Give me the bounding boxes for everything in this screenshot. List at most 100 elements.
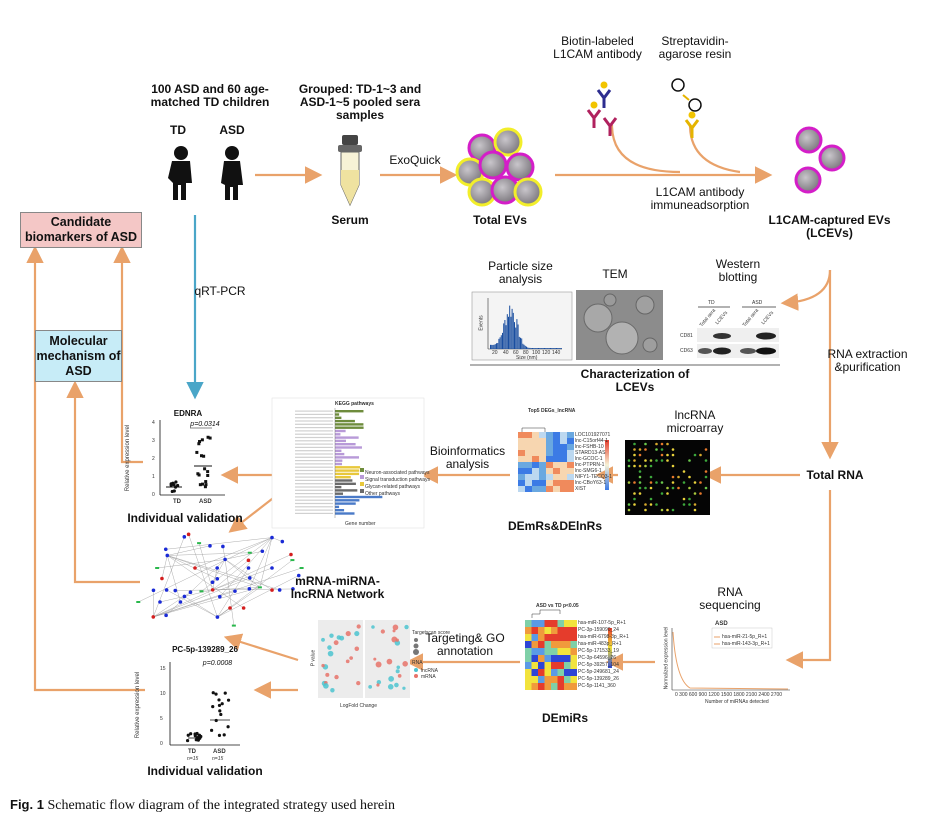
arrow-pc5p-to-candidate (26, 245, 145, 692)
ps-xlabel: Size (nm) (516, 355, 538, 361)
ednra-ytick: 1 (152, 474, 155, 480)
biotin-label: Biotin-labeled L1CAM antibody (553, 34, 642, 61)
resin-icon (671, 78, 702, 138)
western-label: Western blotting (715, 257, 761, 284)
ednra-caption: Individual validation (127, 511, 243, 525)
kegg-legend1: Neuron-associated pathways (365, 470, 430, 476)
rna-seq-label: RNA sequencing (699, 585, 761, 612)
ednra-ytick: 4 (152, 420, 155, 426)
asd-child-icon (221, 146, 243, 200)
pc5p-ytick: 5 (160, 716, 163, 722)
mirna-row-label: PC-5p-1141_360 (578, 683, 616, 689)
ps-x6: 120 (542, 350, 551, 356)
asd-label: ASD (219, 123, 245, 137)
seq-ylabel: Normalized expression level (663, 626, 670, 690)
mirna-row-label: hsa-miR-107-5p_R+1 (578, 620, 626, 626)
particle-size-label: Particle size analysis (488, 259, 553, 286)
lncrna-row-label: lnc-C15orf44-1 (575, 438, 609, 444)
wb-td-label: TD (708, 300, 715, 306)
mirna-row-label: PC-5p-39257_104 (578, 662, 619, 668)
bioinformatics-label: Bioinformatics analysis (429, 444, 506, 471)
pc5p-n2: n=15 (212, 756, 224, 762)
lncrna-row-label: lnc-GCOC-1 (575, 456, 603, 462)
lncrna-row-label: LOC101927071 (575, 432, 611, 438)
ps-x3: 60 (513, 350, 519, 356)
immuno-label: L1CAM antibody immuneadsorption (650, 185, 750, 212)
ednra-x1: TD (173, 499, 181, 505)
arrow-total-rna-to-sequencing (785, 490, 832, 669)
exoquick-label: ExoQuick (389, 153, 441, 167)
seq-legend2: hsa-miR-143-3p_R+1 (722, 641, 770, 647)
pc5p-ytick: 15 (160, 666, 166, 672)
western-blot (697, 306, 779, 358)
mirna-heatmap (525, 609, 612, 690)
volcano-plot (318, 620, 419, 698)
seq-title: ASD (715, 621, 728, 627)
volcano-l1: lncRNA (421, 668, 438, 674)
kegg-chart (271, 397, 425, 529)
lncrna-row-label: lnc-CBoY63-1 (575, 480, 607, 486)
seq-xticks: 0 300 600 900 1200 1500 1800 2100 2400 2… (675, 692, 783, 698)
lncrna-row-label: lnc-PTPRN-1 (575, 462, 605, 468)
tem-image (576, 290, 663, 360)
qrtpcr-label: qRT-PCR (194, 284, 246, 298)
pc5p-ytick: 0 (160, 741, 163, 747)
ednra-ytick: 0 (152, 492, 155, 498)
rna-extraction-label: RNA extraction &purification (827, 347, 908, 374)
pc5p-x2: ASD (213, 749, 226, 755)
pc5p-title: PC-5p-139289_26 (172, 645, 238, 654)
antibody-icon (586, 81, 618, 136)
network-label: mRNA-miRNA-lncRNA Network (290, 574, 385, 601)
demrs-label: DEmRs&DElnRs (507, 519, 603, 533)
pc5p-ylabel: Relative expression level (135, 671, 142, 739)
mirna-row-label: hsa-miR-6798-3p_R+1 (578, 634, 629, 640)
pc5p-plot (169, 662, 240, 746)
volcano-l2: mRNA (421, 674, 436, 680)
characterization-title: Characterization of LCEVs (580, 367, 690, 394)
pc5p-caption: Individual validation (147, 764, 263, 778)
wb-cd81: CD81 (680, 333, 693, 339)
volcano-xlabel: LogFold Change (340, 703, 377, 709)
arrow-antibody-curve (610, 124, 681, 174)
streptavidin-label: Streptavidin-agarose resin (658, 34, 732, 61)
figure-caption: Fig. 1 Schematic flow diagram of the int… (10, 797, 395, 814)
rna-seq-plot (671, 627, 790, 691)
mirna-row-label: PC-5p-139289_26 (578, 676, 619, 682)
td-child-icon (168, 146, 192, 200)
lncrna-row-label: lnc-FSHB-10 (575, 444, 604, 450)
particle-size-chart (471, 291, 573, 361)
lcevs-icon (794, 126, 846, 194)
serum-label: Serum (331, 213, 369, 227)
ps-ylabel: Events (478, 315, 485, 331)
ps-x7: 140 (552, 350, 561, 356)
grouped-label: Grouped: TD-1~3 and ASD-1~5 pooled sera … (298, 82, 422, 122)
arrow-ednra-to-candidate (113, 245, 143, 464)
ednra-x2: ASD (199, 499, 212, 505)
volcano-ylabel: P value (310, 649, 317, 667)
arrow-volcano-to-network (223, 633, 299, 662)
network-graph (136, 532, 304, 627)
serum-tube-icon (338, 135, 362, 207)
total-evs-label: Total EVs (473, 213, 527, 227)
pc5p-x1: TD (188, 749, 196, 755)
heat1-title: Top5 DEGs_lncRNA (528, 408, 576, 414)
heat2-title: ASD vs TD p<0.05 (536, 603, 579, 609)
pc5p-ytick: 10 (160, 691, 166, 697)
cohort-label: 100 ASD and 60 age-matched TD children (150, 82, 270, 109)
mirna-row-label: PC-3p-159090_24 (578, 627, 619, 633)
kegg-title: KEGG pathways (335, 401, 374, 407)
total-evs-icon (455, 127, 543, 207)
microarray-image (625, 440, 710, 515)
ednra-ylabel: Relative expression level (125, 424, 132, 492)
candidate-biomarkers-box: Candidate biomarkers of ASD (20, 212, 142, 248)
figure-caption-text: Schematic flow diagram of the integrated… (47, 798, 395, 813)
figure-caption-label: Fig. 1 (10, 797, 44, 812)
pc5p-p: p=0.0008 (202, 660, 233, 667)
lncrna-row-label: XIST (575, 486, 587, 492)
lncrna-heatmap (518, 427, 609, 492)
lncrna-row-label: STARD13-AS (575, 450, 606, 456)
mirna-row-label: PC-5p-249681_24 (578, 669, 619, 675)
seq-xlabel: Number of miRNAs detected (705, 699, 769, 705)
mirna-row-label: hsa-miR-483p_R+1 (578, 641, 622, 647)
